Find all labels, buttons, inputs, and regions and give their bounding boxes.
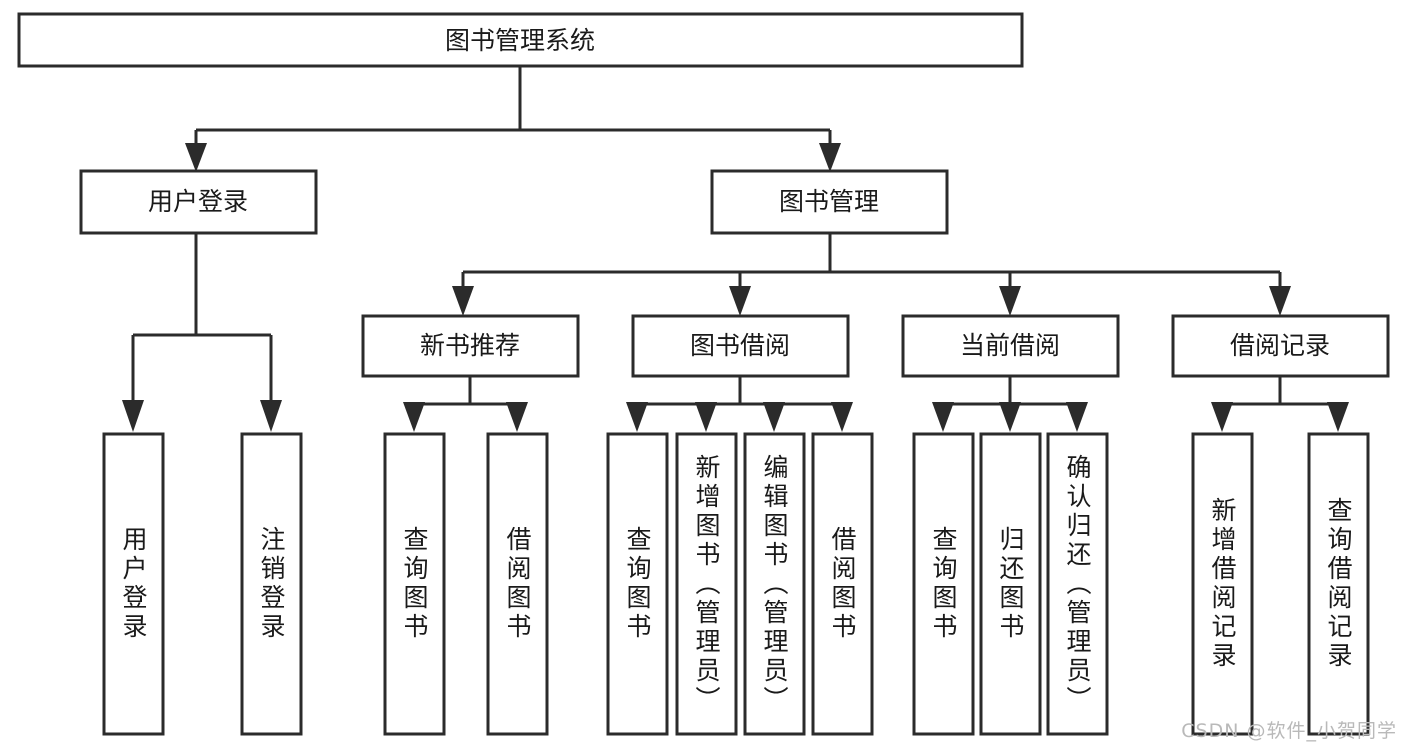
arrow-head-leaf-borrow-book-2 <box>831 402 853 432</box>
node-leaf-borrow-book-1-box[interactable] <box>486 432 549 736</box>
node-leaf-borrow-book-2-box[interactable] <box>811 432 874 736</box>
arrow-head-leaf-edit-book <box>763 402 785 432</box>
arrow-head-leaf-return-book <box>999 402 1021 432</box>
node-leaf-logout-box[interactable] <box>240 432 303 736</box>
node-leaf-query-book-1-box[interactable] <box>383 432 446 736</box>
node-new-book-recommend-label: 新书推荐 <box>420 331 520 360</box>
arrow-head-leaf-query-record <box>1327 402 1349 432</box>
node-user-login-box[interactable] <box>79 169 318 235</box>
node-leaf-confirm-return-box[interactable] <box>1046 432 1109 736</box>
arrow-head-leaf-add-record <box>1211 402 1233 432</box>
node-root[interactable]: 图书管理系统 <box>17 12 1024 68</box>
node-borrow-record-label: 借阅记录 <box>1230 331 1330 360</box>
node-book-manage-label: 图书管理 <box>779 187 879 216</box>
node-current-borrow[interactable]: 当前借阅 <box>901 314 1120 378</box>
connector-layer <box>122 66 1349 432</box>
node-leaf-edit-book-box[interactable] <box>743 432 806 736</box>
arrow-head-leaf-query-book-3 <box>932 402 954 432</box>
node-leaf-query-record-box[interactable] <box>1307 432 1370 736</box>
arrow-head-book-manage <box>819 143 841 172</box>
arrow-head-leaf-user-login <box>122 400 144 432</box>
arrow-head-leaf-confirm-return <box>1066 402 1088 432</box>
watermark-text: CSDN @软件_小贺同学 <box>1181 720 1397 742</box>
node-leaf-return-book-box[interactable] <box>979 432 1042 736</box>
node-current-borrow-label: 当前借阅 <box>960 331 1060 360</box>
node-leaf-query-book-2-box[interactable] <box>606 432 669 736</box>
node-new-book-recommend-box[interactable] <box>361 314 580 378</box>
node-leaf-add-book-box[interactable] <box>675 432 738 736</box>
node-book-manage[interactable]: 图书管理 <box>710 169 949 235</box>
arrow-head-leaf-query-book-2 <box>626 402 648 432</box>
node-leaf-user-login-box[interactable] <box>102 432 165 736</box>
node-new-book-recommend[interactable]: 新书推荐 <box>361 314 580 378</box>
node-book-borrow-label: 图书借阅 <box>690 331 790 360</box>
node-current-borrow-box[interactable] <box>901 314 1120 378</box>
node-book-borrow[interactable]: 图书借阅 <box>631 314 850 378</box>
node-layer: 图书管理系统 用户登录 图书管理 新书推荐 图书借阅 当前 <box>17 12 1390 736</box>
node-root-box[interactable] <box>17 12 1024 68</box>
arrow-head-leaf-borrow-book-1 <box>506 402 528 432</box>
node-borrow-record-box[interactable] <box>1171 314 1390 378</box>
arrow-head-book-borrow <box>729 286 751 316</box>
node-borrow-record[interactable]: 借阅记录 <box>1171 314 1390 378</box>
node-user-login-label: 用户登录 <box>148 187 248 216</box>
arrow-head-leaf-logout <box>260 400 282 432</box>
arrow-head-leaf-add-book <box>695 402 717 432</box>
node-user-login[interactable]: 用户登录 <box>79 169 318 235</box>
arrow-head-current-borrow <box>999 286 1021 316</box>
arrow-head-borrow-record <box>1269 286 1291 316</box>
node-root-label: 图书管理系统 <box>445 26 595 55</box>
arrow-head-user-login <box>185 143 207 172</box>
arrow-head-leaf-query-book-1 <box>403 402 425 432</box>
arrow-head-new-book-recommend <box>452 286 474 316</box>
node-book-borrow-box[interactable] <box>631 314 850 378</box>
node-leaf-query-book-3-box[interactable] <box>912 432 975 736</box>
node-leaf-add-record-box[interactable] <box>1191 432 1254 736</box>
node-book-manage-box[interactable] <box>710 169 949 235</box>
